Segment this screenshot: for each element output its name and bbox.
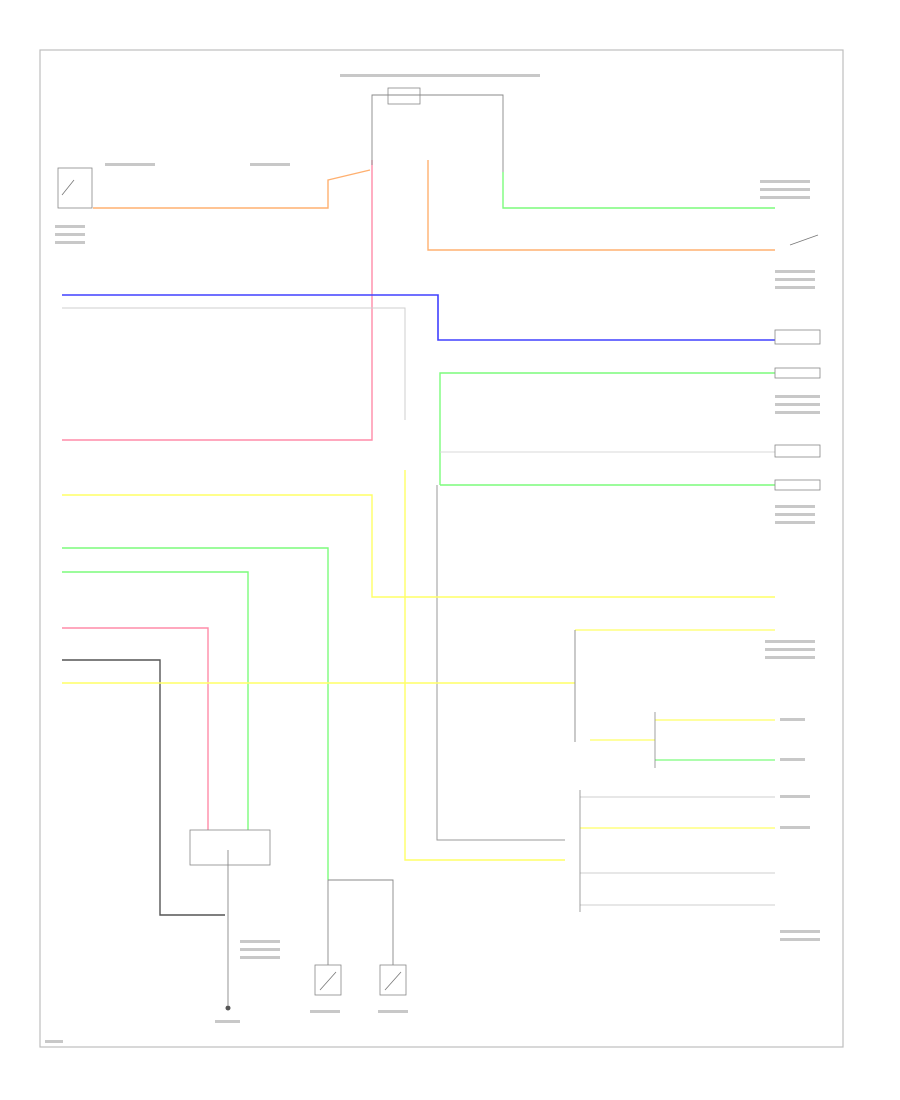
wire-yellow-long — [62, 494, 775, 598]
switch-bottom-1 — [314, 964, 342, 996]
wire-orange-left — [93, 169, 371, 209]
ground-symbol — [225, 1005, 231, 1011]
module-box — [189, 829, 271, 866]
wire-pink-short — [62, 627, 209, 830]
wire-blue — [62, 294, 775, 341]
wire-pink-long — [62, 160, 373, 441]
wire-orange-right — [427, 160, 775, 251]
wire-green-left-2 — [62, 571, 249, 830]
switch-top-left — [57, 167, 93, 209]
switch-bottom-2 — [379, 964, 407, 996]
wire-white-under-blue — [62, 307, 406, 420]
fuse-block-top — [387, 87, 421, 105]
connector-right-blue — [774, 329, 821, 345]
wire-green-right-1 — [439, 372, 775, 485]
connector-right-white — [774, 444, 821, 458]
connector-right-green — [774, 367, 821, 379]
components — [57, 87, 821, 1011]
wire-switch-1 — [328, 879, 394, 965]
wire-black-left — [62, 659, 225, 916]
diagram-frame — [39, 49, 844, 1048]
connector-right-green2 — [774, 479, 821, 491]
wires — [62, 94, 775, 1005]
wire-green-left-1 — [62, 547, 329, 880]
wire-green-top — [502, 172, 775, 209]
wire-top-fuse — [371, 94, 504, 172]
wire-yellow-vertical — [404, 470, 565, 861]
label-marks — [45, 74, 820, 1043]
wire-gray-vertical — [436, 485, 565, 841]
switch-right-orange — [789, 234, 819, 246]
